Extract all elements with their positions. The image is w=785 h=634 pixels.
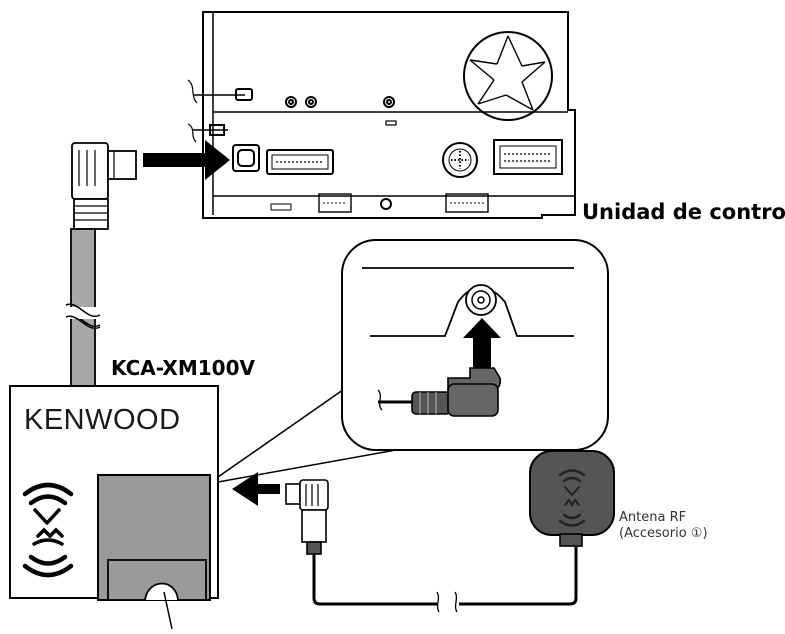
control-unit-label: Unidad de control (582, 200, 785, 224)
cable-plug-left (71, 142, 137, 230)
cable-main (65, 228, 101, 388)
zoom-callout (217, 239, 609, 483)
antenna-plug (285, 479, 329, 555)
arrow-right-icon (143, 140, 230, 180)
antenna-label-line2: (Accesorio ①) (619, 526, 708, 541)
arrow-left-icon (232, 472, 280, 506)
rf-antenna (529, 450, 615, 547)
brand-label: KENWOOD (24, 404, 181, 436)
xm-logo-icon (22, 482, 74, 578)
antenna-cable (312, 545, 578, 613)
antenna-label-line1: Antena RF (619, 510, 687, 525)
antenna-xm-logo-icon (558, 469, 586, 527)
model-label: KCA-XM100V (111, 356, 255, 380)
arrow-up-icon (463, 318, 501, 372)
control-unit (187, 11, 576, 219)
